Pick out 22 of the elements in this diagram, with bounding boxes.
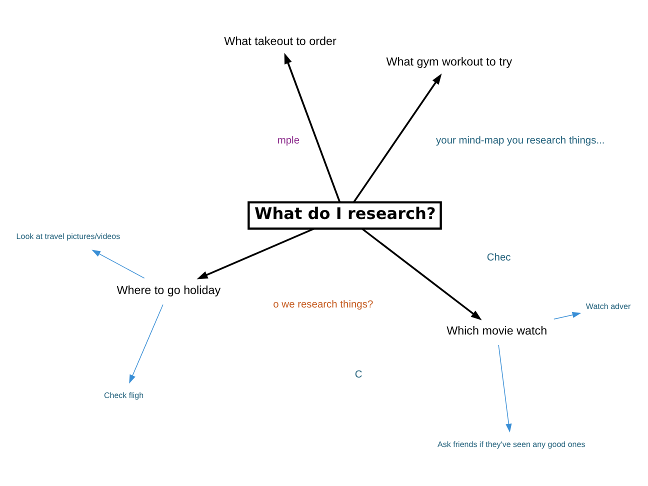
arrow — [92, 249, 145, 278]
label: C — [354, 369, 362, 380]
node-text: What gym workout to try — [386, 54, 512, 68]
node-text: What takeout to order — [224, 34, 336, 48]
node-text: Look at travel pictures/videos — [16, 232, 120, 241]
node-text: Which movie watch — [446, 324, 548, 338]
arrow — [196, 227, 314, 279]
label: o we research things? — [273, 298, 374, 310]
node-box: What do I research? — [248, 200, 442, 230]
label: your mind-map you research things... — [436, 135, 605, 146]
node-text: Ask friends if they've seen any good ones — [438, 439, 586, 448]
arrow — [129, 304, 164, 384]
label: Chec — [486, 252, 511, 264]
node-text: Watch adver — [586, 302, 631, 311]
label: mple — [277, 135, 300, 146]
arrow — [498, 344, 512, 432]
arrow — [284, 52, 341, 202]
arrow — [362, 228, 482, 320]
node-text: Check fligh — [104, 390, 144, 400]
node-text: Where to go holiday — [116, 284, 221, 297]
arrow — [353, 73, 442, 202]
arrow — [554, 311, 582, 319]
